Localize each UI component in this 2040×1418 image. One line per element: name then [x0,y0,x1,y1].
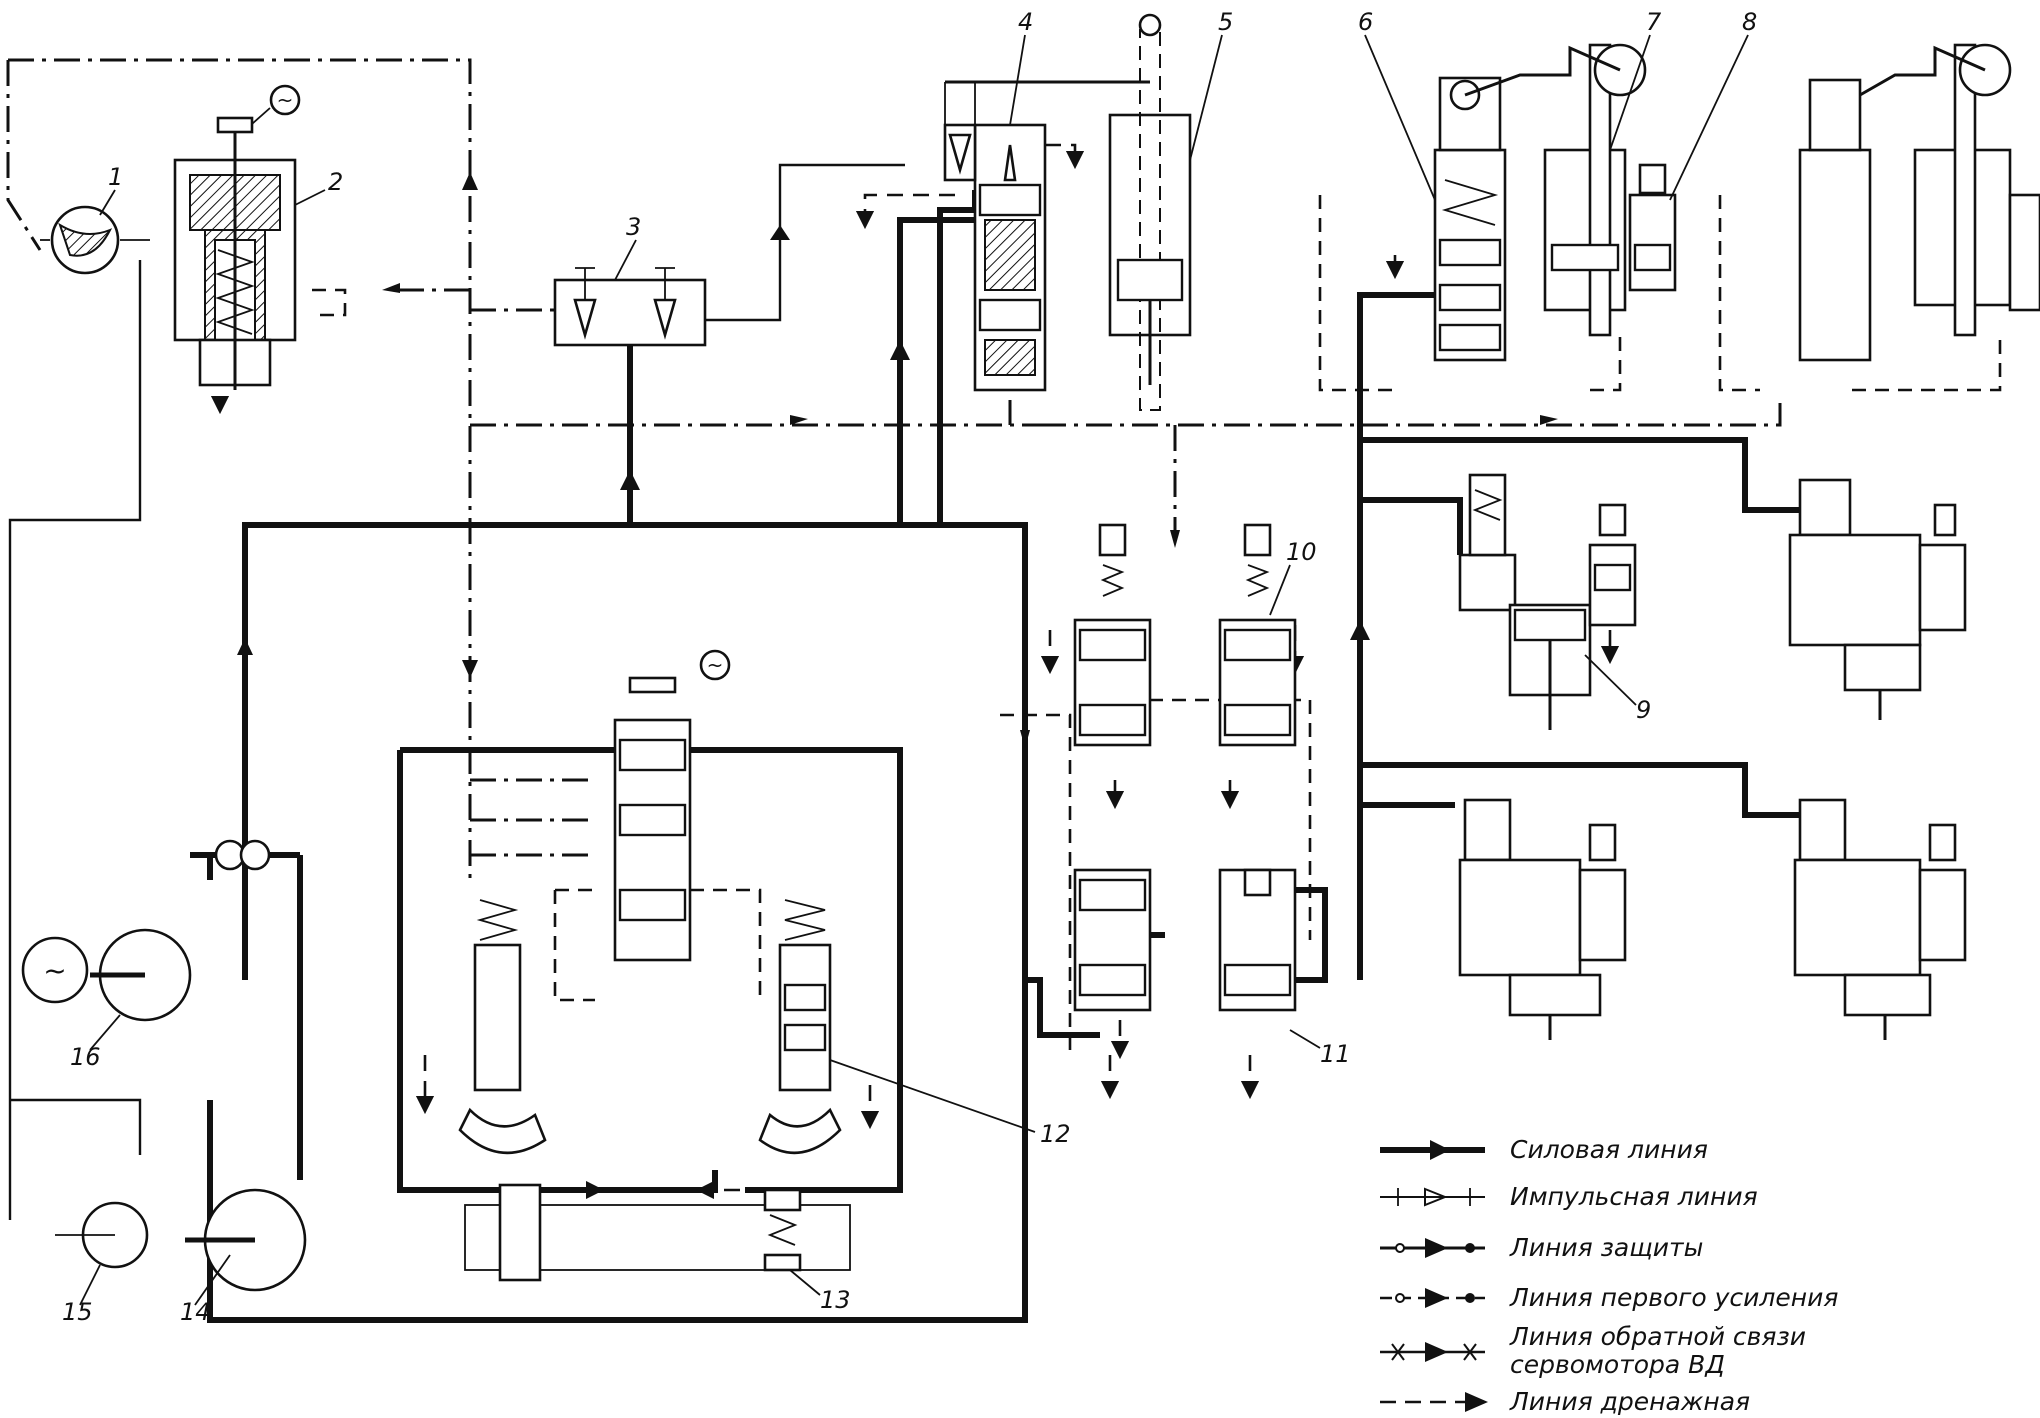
legend-amplification: Линия первого усиления [1380,1283,1838,1312]
rotary-valve-1 [40,205,150,275]
main-distributor: ~ [613,649,731,962]
label-3: 3 [626,213,641,241]
amplification-lines [305,195,2002,1050]
feedback-lines [8,163,905,1220]
servomotor-7 [1464,43,1647,337]
label-13: 13 [820,1286,851,1314]
dual-valve-3 [553,267,707,347]
generator-symbol-2: ~ [707,653,724,677]
legend-protection-label: Линия защиты [1509,1233,1703,1262]
label-2: 2 [328,168,343,196]
legend-feedback: Линия обратной связи сервомотора ВД [1380,1322,1806,1379]
shaft-13 [464,1183,851,1282]
limiter-left [458,899,547,1155]
legend-power-label: Силовая линия [1510,1135,1708,1164]
protection-valve-11 [1073,868,1297,1012]
label-9: 9 [1636,696,1651,724]
servomotor-block-lower-1 [1458,798,1627,1040]
label-11: 11 [1320,1040,1351,1068]
label-4: 4 [1018,8,1033,36]
generator-symbol-3: ~ [43,954,66,987]
relay-8 [1628,163,1677,292]
drain-lines [210,143,1620,1200]
legend-drain-label: Линия дренажная [1509,1387,1750,1416]
legend-protection: Линия защиты [1380,1233,1703,1262]
speed-regulator-2: ~ [173,84,301,390]
label-14: 14 [180,1298,211,1326]
legend-feedback-label-2: сервомотора ВД [1510,1350,1725,1379]
limiter-right-12 [758,899,842,1155]
component-labels: 1 2 3 4 5 6 7 8 9 10 11 12 13 14 15 16 [62,8,1757,1326]
legend-drain: Линия дренажная [1380,1387,1750,1416]
label-16: 16 [70,1043,101,1071]
servomotor-block-lower-2 [1793,798,1967,1040]
label-12: 12 [1040,1120,1071,1148]
label-7: 7 [1646,8,1662,36]
label-15: 15 [62,1298,93,1326]
label-5: 5 [1218,8,1233,36]
label-8: 8 [1742,8,1757,36]
servomotor-5 [944,13,1192,411]
label-1: 1 [108,163,123,191]
label-6: 6 [1358,8,1373,36]
legend-feedback-label-1: Линия обратной связи [1509,1322,1806,1351]
protection-valve-10 [1073,523,1297,747]
protection-lines [6,58,1782,880]
valve-block-9 [1458,473,1637,730]
coupling [214,839,271,871]
servomotor-block-right-mid [1788,478,1967,720]
control-block-right-upper [1798,43,2040,362]
legend: Силовая линия Импульсная линия Линия защ… [1380,1135,1838,1416]
control-block-6 [1433,76,1507,362]
servo-valve-4 [943,123,1047,392]
legend-power: Силовая линия [1380,1135,1708,1164]
legend-impulse-label: Импульсная линия [1510,1182,1758,1211]
generator-16: ~ [21,928,192,1022]
label-10: 10 [1286,538,1317,566]
flow-arrows [237,172,1558,748]
legend-impulse: Импульсная линия [1380,1182,1758,1211]
pump-14 [185,1188,307,1292]
generator-symbol: ~ [277,88,294,112]
legend-amplification-label: Линия первого усиления [1509,1283,1838,1312]
pump-15 [55,1201,149,1269]
